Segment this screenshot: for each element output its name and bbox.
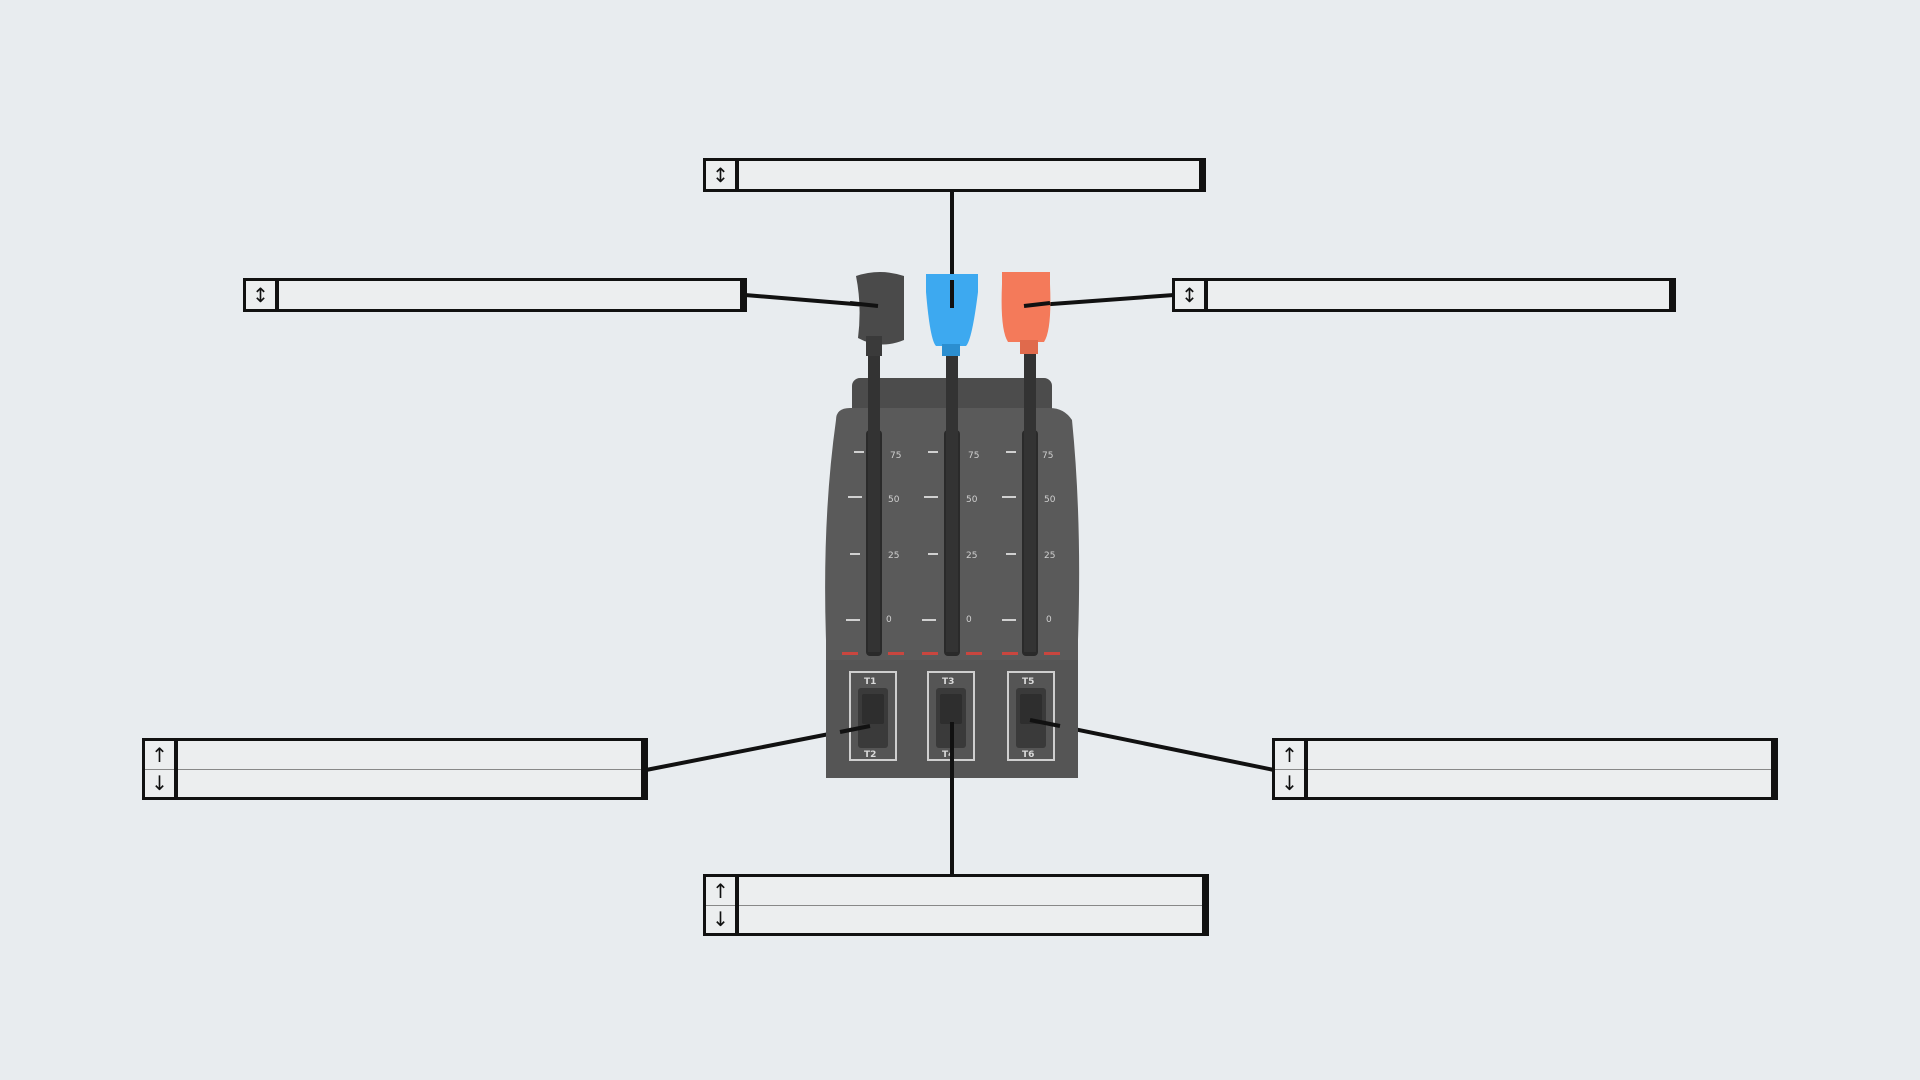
label-field-down[interactable]	[178, 769, 641, 798]
lever-shaft-right	[1024, 352, 1036, 652]
switch-label-top: T5	[1022, 677, 1034, 687]
scale-mark: 0	[886, 615, 892, 625]
label-box-bottom-center[interactable]: ↑ ↓	[703, 874, 1209, 936]
switch-label-bottom: T6	[1022, 750, 1034, 760]
label-field-up[interactable]	[1308, 741, 1771, 769]
lever-shaft-center	[946, 352, 958, 652]
up-arrow-icon: ↑	[1275, 741, 1304, 769]
label-box-top-right[interactable]: ↕	[1172, 278, 1676, 312]
scale-mark: 75	[1042, 451, 1053, 461]
up-down-arrow-icon: ↕	[1175, 281, 1208, 309]
scale-mark: 75	[968, 451, 979, 461]
scale-mark: 50	[966, 495, 978, 505]
scale-mark: 50	[888, 495, 900, 505]
up-down-arrow-icon: ↕	[706, 161, 739, 189]
label-field-down[interactable]	[739, 905, 1202, 934]
down-arrow-icon: ↓	[145, 769, 174, 798]
lever-handle-left[interactable]	[856, 272, 904, 356]
up-down-arrow-icon: ↕	[246, 281, 279, 309]
label-field[interactable]	[279, 281, 740, 309]
lever-handle-right[interactable]	[1002, 272, 1051, 354]
lever-shaft-left	[868, 352, 880, 652]
label-field[interactable]	[739, 161, 1199, 189]
scale-mark: 25	[966, 551, 977, 561]
scale-mark: 50	[1044, 495, 1056, 505]
label-box-bottom-right[interactable]: ↑ ↓	[1272, 738, 1778, 800]
switch-label-bottom: T4	[942, 750, 954, 760]
up-arrow-icon: ↑	[706, 877, 735, 905]
scale-mark: 25	[888, 551, 899, 561]
scale-mark: 0	[1046, 615, 1052, 625]
label-field-up[interactable]	[178, 741, 641, 769]
down-arrow-icon: ↓	[1275, 769, 1304, 798]
label-field[interactable]	[1208, 281, 1669, 309]
switch-label-top: T3	[942, 677, 954, 687]
lever-handle-center[interactable]	[926, 274, 978, 356]
switch-label-bottom: T2	[864, 750, 876, 760]
label-field-up[interactable]	[739, 877, 1202, 905]
label-box-bottom-left[interactable]: ↑ ↓	[142, 738, 648, 800]
up-arrow-icon: ↑	[145, 741, 174, 769]
label-box-top-center[interactable]: ↕	[703, 158, 1206, 192]
label-box-top-left[interactable]: ↕	[243, 278, 747, 312]
down-arrow-icon: ↓	[706, 905, 735, 934]
switch-label-top: T1	[864, 677, 876, 687]
scale-mark: 0	[966, 615, 972, 625]
scale-mark: 75	[890, 451, 901, 461]
scale-mark: 25	[1044, 551, 1055, 561]
label-field-down[interactable]	[1308, 769, 1771, 798]
